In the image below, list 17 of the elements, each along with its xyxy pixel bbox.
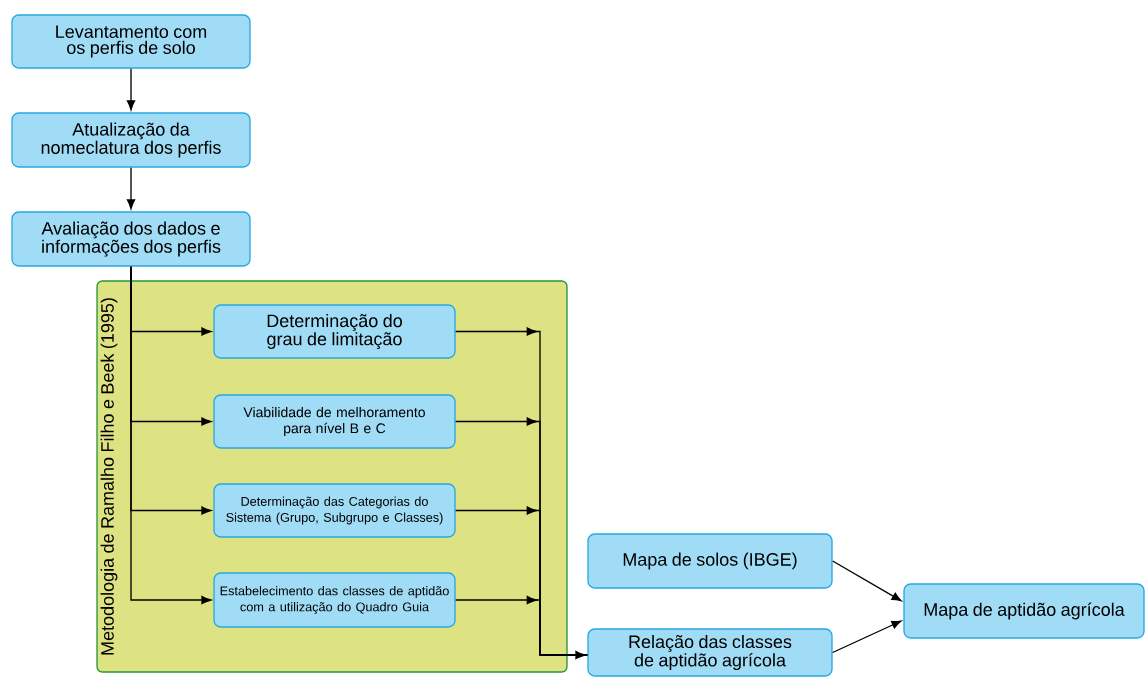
process-box: Determinação do grau de limitação [213,304,456,359]
process-box: Mapa de solos (IBGE) [587,533,833,589]
arrow [832,620,902,654]
process-box: Determinação das Categorias do Sistema (Grupo, Subgrupo e Classes) [213,483,456,538]
arrow [455,595,588,656]
process-box: Mapa de aptidão agrícola [903,583,1145,639]
process-box: Avaliação dos dados e informações dos perfis [11,211,251,267]
arrow [126,167,136,210]
arrow [130,266,212,605]
process-box: Estabelecimento das classes de aptidão com a utilização do Quadro Guia [213,572,456,628]
arrow [539,650,586,660]
process-box: Relação das classes de aptidão agrícola [587,628,833,677]
arrow [832,560,902,602]
process-box: Viabilidade de melhoramento para nível B e C [213,394,456,449]
process-box: Levantamento com os perfis de solo [11,14,251,69]
process-box: Atualização da nomeclatura dos perfis [11,112,251,168]
arrow [126,68,136,111]
